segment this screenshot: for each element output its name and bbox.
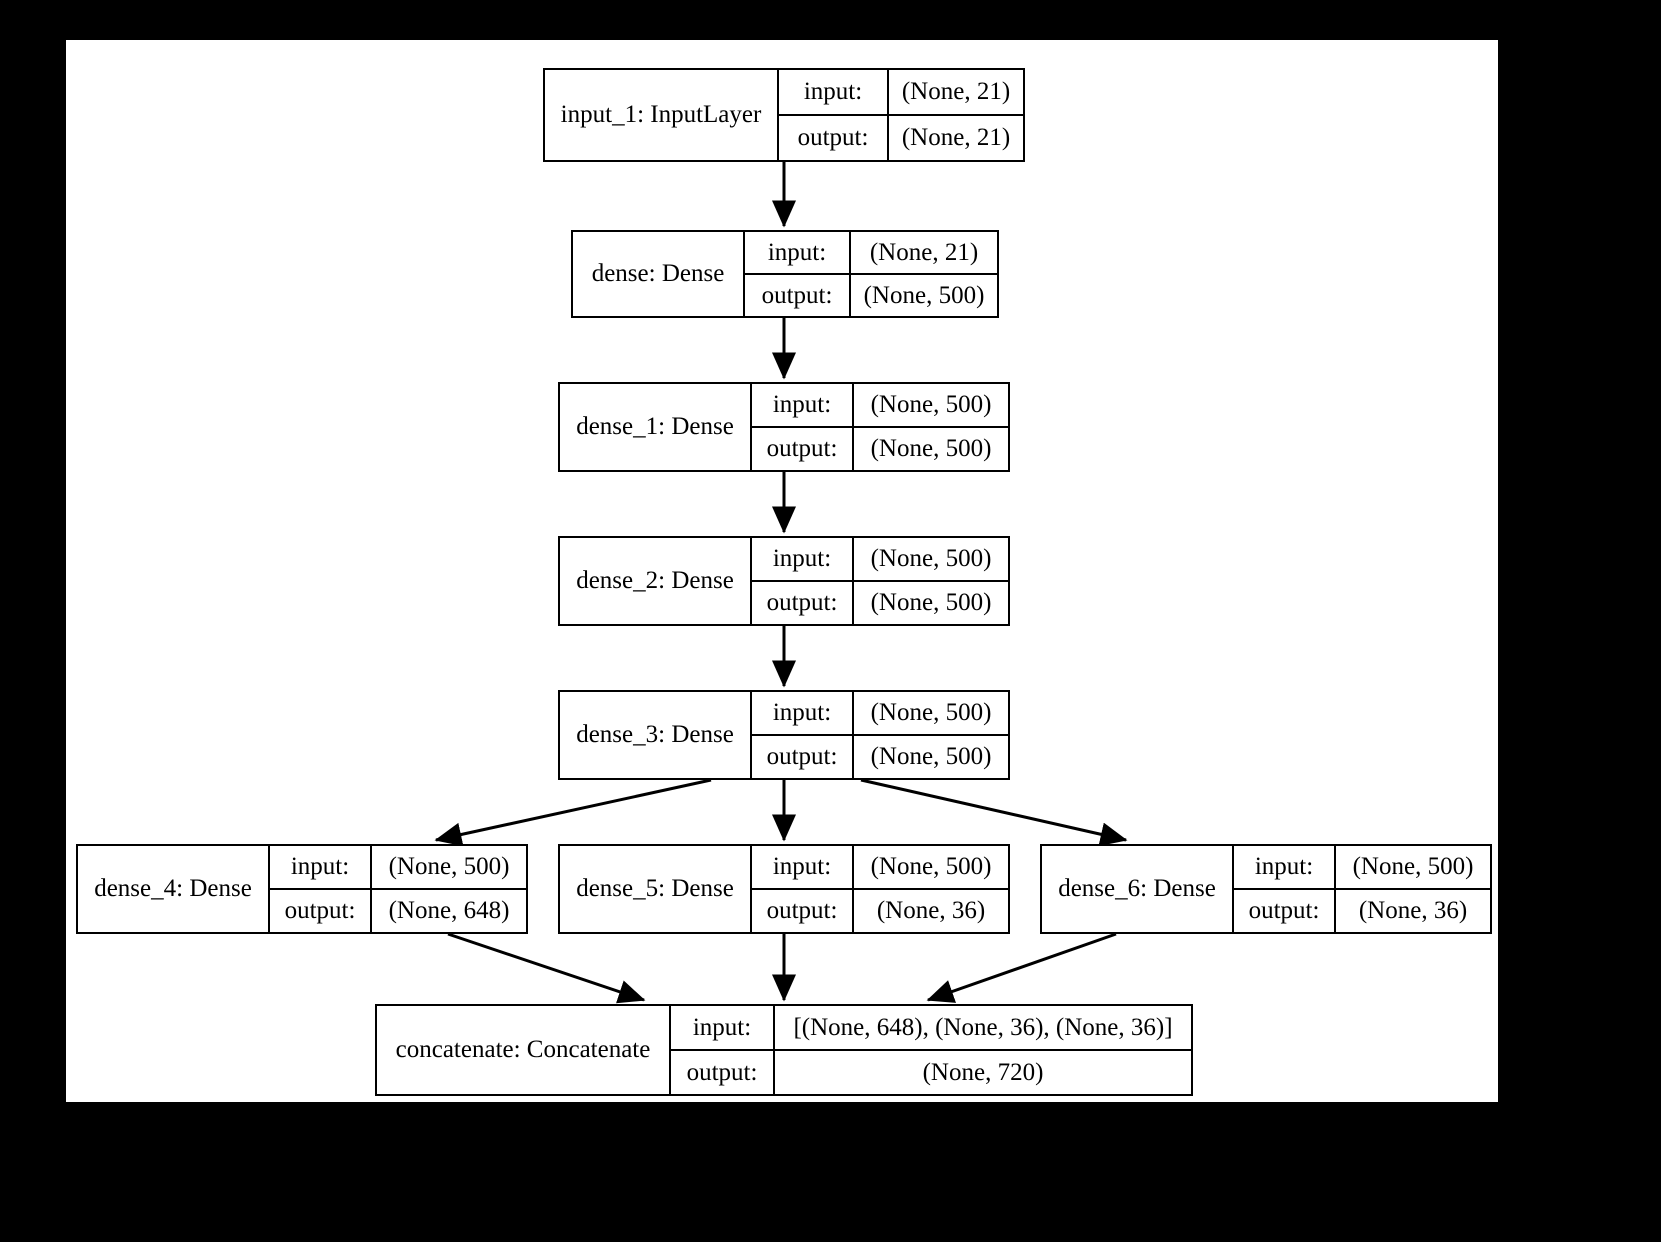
node-dense-output-row: output: (None, 500) [745,275,997,316]
node-dense_4-input-shape: (None, 500) [370,846,526,888]
node-dense_3-input-label: input: [772,699,832,726]
node-dense_1-input-row: input: (None, 500) [752,384,1008,428]
node-dense_4[interactable]: dense_4: Dense input: (None, 500) output… [76,844,528,934]
node-dense_6[interactable]: dense_6: Dense input: (None, 500) output… [1040,844,1492,934]
node-dense_5-io: input: (None, 500) output: (None, 36) [750,846,1008,932]
node-dense_2-label: dense_2: Dense [576,567,734,594]
node-dense_3-label: dense_3: Dense [576,721,734,748]
node-dense_6-input-label: input: [1254,853,1314,880]
node-dense_2-output-shape: (None, 500) [852,582,1008,624]
node-dense_6-output-shape: (None, 36) [1334,890,1490,932]
node-dense_2-io: input: (None, 500) output: (None, 500) [750,538,1008,624]
node-concatenate[interactable]: concatenate: Concatenate input: [(None, … [375,1004,1193,1096]
edge-dense_3-dense_4 [434,778,712,847]
node-dense_2-output-row: output: (None, 500) [752,582,1008,624]
node-dense_1-output-label: output: [766,435,838,462]
node-dense_1-input-label: input: [772,391,832,418]
node-dense_3-io: input: (None, 500) output: (None, 500) [750,692,1008,778]
node-dense_1-input-shape: (None, 500) [852,384,1008,426]
node-input_1-label: input_1: InputLayer [560,101,762,128]
node-input_1-input-row: input: (None, 21) [779,70,1023,116]
node-dense-output-shape: (None, 500) [849,275,997,316]
diagram-sheet: input_1: InputLayer input: (None, 21) ou… [66,40,1498,1102]
node-dense_6-io: input: (None, 500) output: (None, 36) [1232,846,1490,932]
node-dense[interactable]: dense: Dense input: (None, 21) output: (… [571,230,999,318]
node-dense_5-label: dense_5: Dense [576,875,734,902]
node-dense_6-input-row: input: (None, 500) [1234,846,1490,890]
edge-dense_3-dense_6 [860,778,1128,847]
node-dense_3-output-label: output: [766,743,838,770]
node-concatenate-io: input: [(None, 648), (None, 36), (None, … [669,1006,1191,1094]
node-dense_5[interactable]: dense_5: Dense input: (None, 500) output… [558,844,1010,934]
node-dense-label: dense: Dense [591,260,725,287]
node-dense-io: input: (None, 21) output: (None, 500) [743,232,997,316]
node-concatenate-output-label: output: [686,1058,758,1086]
node-input_1-output-shape: (None, 21) [887,116,1023,160]
node-concatenate-label: concatenate: Concatenate [395,1036,651,1063]
node-dense_4-input-label: input: [290,853,350,880]
node-dense_1-io: input: (None, 500) output: (None, 500) [750,384,1008,470]
node-dense_4-io: input: (None, 500) output: (None, 648) [268,846,526,932]
node-dense-input-label: input: [767,238,827,266]
node-dense-input-shape: (None, 21) [849,232,997,273]
edge-dense_4-concatenate [447,932,646,1004]
node-concatenate-output-row: output: (None, 720) [671,1051,1191,1094]
node-dense_1-output-row: output: (None, 500) [752,428,1008,470]
node-concatenate-input-shape: [(None, 648), (None, 36), (None, 36)] [773,1006,1191,1049]
node-dense_3-input-shape: (None, 500) [852,692,1008,734]
node-input_1-output-row: output: (None, 21) [779,116,1023,160]
node-dense_5-output-row: output: (None, 36) [752,890,1008,932]
node-dense_6-label: dense_6: Dense [1058,875,1216,902]
node-dense_6-input-shape: (None, 500) [1334,846,1490,888]
node-dense_4-label: dense_4: Dense [94,875,252,902]
node-dense_5-input-shape: (None, 500) [852,846,1008,888]
node-input_1-input-shape: (None, 21) [887,70,1023,114]
node-concatenate-output-shape: (None, 720) [773,1051,1191,1094]
node-dense-output-label: output: [761,281,833,309]
node-dense_5-output-label: output: [766,897,838,924]
node-dense_1-output-shape: (None, 500) [852,428,1008,470]
node-dense_3-input-row: input: (None, 500) [752,692,1008,736]
edge-dense_6-concatenate [926,932,1117,1003]
node-input_1[interactable]: input_1: InputLayer input: (None, 21) ou… [543,68,1025,162]
node-dense_1-label: dense_1: Dense [576,413,734,440]
node-dense_2-output-label: output: [766,589,838,616]
node-dense_5-input-row: input: (None, 500) [752,846,1008,890]
node-dense_2-input-row: input: (None, 500) [752,538,1008,582]
node-dense_4-output-shape: (None, 648) [370,890,526,932]
node-dense_4-output-label: output: [284,897,356,924]
node-dense_2-input-shape: (None, 500) [852,538,1008,580]
node-dense-input-row: input: (None, 21) [745,232,997,275]
node-concatenate-input-label: input: [692,1013,752,1041]
node-dense_6-output-row: output: (None, 36) [1234,890,1490,932]
node-input_1-output-label: output: [797,124,869,151]
node-dense_3-output-shape: (None, 500) [852,736,1008,778]
node-dense_5-output-shape: (None, 36) [852,890,1008,932]
node-dense_4-input-row: input: (None, 500) [270,846,526,890]
node-dense_5-input-label: input: [772,853,832,880]
node-concatenate-input-row: input: [(None, 648), (None, 36), (None, … [671,1006,1191,1051]
node-dense_2[interactable]: dense_2: Dense input: (None, 500) output… [558,536,1010,626]
node-dense_3[interactable]: dense_3: Dense input: (None, 500) output… [558,690,1010,780]
node-input_1-input-label: input: [803,78,863,105]
node-dense_2-input-label: input: [772,545,832,572]
node-dense_6-output-label: output: [1248,897,1320,924]
node-dense_4-output-row: output: (None, 648) [270,890,526,932]
node-dense_3-output-row: output: (None, 500) [752,736,1008,778]
node-input_1-io: input: (None, 21) output: (None, 21) [777,70,1023,160]
node-dense_1[interactable]: dense_1: Dense input: (None, 500) output… [558,382,1010,472]
